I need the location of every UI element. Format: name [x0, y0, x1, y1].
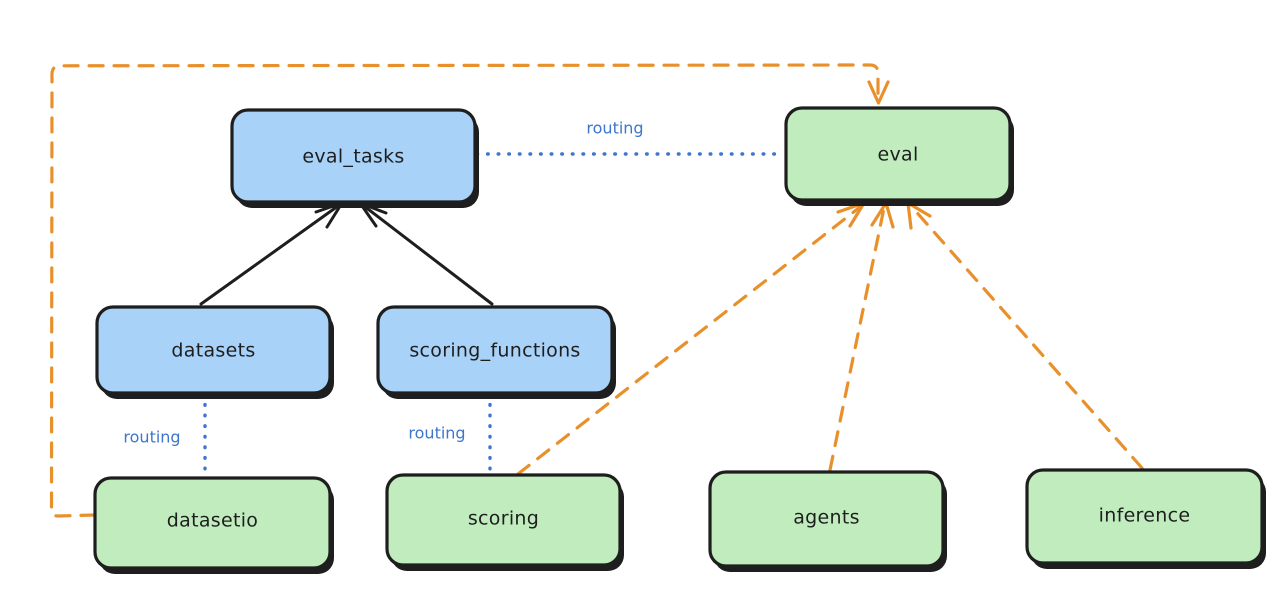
edge-datasetio-eval[interactable] — [49, 63, 890, 518]
node-eval_tasks-label: eval_tasks — [302, 146, 404, 168]
edge-label-routing-eval: routing — [586, 119, 643, 138]
node-inference-body — [1025, 468, 1264, 565]
node-scoring_functions[interactable]: scoring_functions — [376, 305, 616, 399]
node-datasets-label: datasets — [171, 340, 255, 362]
node-datasetio[interactable]: datasetio — [93, 476, 334, 574]
node-scoring[interactable]: scoring — [385, 473, 624, 571]
node-layer: eval_tasks eval datasets scoring_functio… — [93, 106, 1266, 574]
edge-label-routing-datasetio: routing — [123, 428, 180, 447]
node-eval[interactable]: eval — [784, 106, 1014, 206]
edge-layer — [49, 63, 1144, 518]
node-datasets[interactable]: datasets — [95, 305, 334, 399]
edge-agents-eval[interactable] — [828, 201, 895, 472]
node-scoring_functions-body — [376, 305, 614, 395]
edge-datasets-eval_tasks[interactable] — [199, 201, 344, 306]
node-datasets-body — [95, 305, 332, 395]
edge-label-routing-scoring: routing — [408, 424, 465, 443]
edge-scoring_functions-eval_tasks[interactable] — [358, 201, 494, 306]
node-inference-label: inference — [1099, 505, 1191, 527]
node-agents[interactable]: agents — [708, 470, 947, 572]
node-inference[interactable]: inference — [1025, 468, 1266, 569]
node-eval-label: eval — [877, 144, 918, 166]
node-eval-body — [784, 106, 1012, 202]
node-eval_tasks[interactable]: eval_tasks — [230, 108, 479, 208]
node-agents-label: agents — [793, 507, 860, 529]
edge-inference-eval[interactable] — [906, 201, 1144, 470]
node-scoring_functions-label: scoring_functions — [409, 340, 580, 362]
node-datasetio-body — [93, 476, 332, 570]
edge-label-layer: routing routing routing — [123, 119, 643, 447]
node-datasetio-label: datasetio — [167, 510, 258, 532]
node-scoring-body — [385, 473, 622, 567]
node-scoring-label: scoring — [468, 508, 539, 530]
node-agents-body — [708, 470, 945, 568]
node-eval_tasks-body — [230, 108, 477, 204]
